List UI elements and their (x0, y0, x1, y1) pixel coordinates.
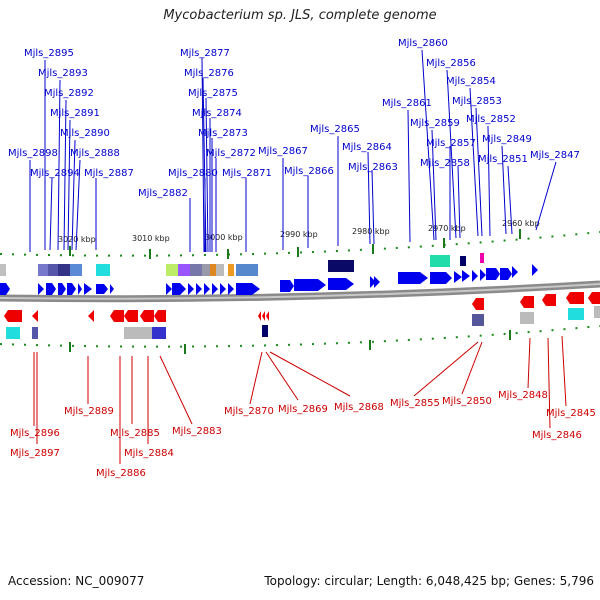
gene-label-fwd: Mjls_2866 (284, 166, 334, 177)
scale-tick-label: 3010 kbp (132, 234, 170, 243)
gene-label-fwd: Mjls_2874 (192, 108, 242, 119)
gene-label-rev: Mjls_2897 (10, 448, 60, 459)
gene-label-fwd: Mjls_2851 (478, 154, 528, 165)
gene-label-rev: Mjls_2846 (532, 430, 582, 441)
scale-tick-label: 3000 kbp (205, 233, 243, 242)
gene-label-fwd: Mjls_2867 (258, 146, 308, 157)
gene-label-fwd: Mjls_2865 (310, 124, 360, 135)
scale-major-ticks (69, 229, 521, 354)
gene-label-rev: Mjls_2885 (110, 428, 160, 439)
gene-label-rev: Mjls_2896 (10, 428, 60, 439)
reverse-gene-labels: Mjls_2896 Mjls_2897 Mjls_2889 Mjls_2886 … (10, 390, 596, 479)
gene-label-rev: Mjls_2850 (442, 396, 492, 407)
forward-leader-lines (29, 49, 557, 253)
gene-label-fwd: Mjls_2861 (382, 98, 432, 109)
gene-label-fwd: Mjls_2856 (426, 58, 476, 69)
reverse-leader-lines (33, 335, 567, 464)
gene-label-fwd: Mjls_2880 (168, 168, 218, 179)
gene-label-fwd: Mjls_2893 (38, 68, 88, 79)
scale-tick-label: 2990 kbp (280, 230, 318, 239)
gene-label-rev: Mjls_2886 (96, 468, 146, 479)
gene-label-fwd: Mjls_2858 (420, 158, 470, 169)
forward-genes (0, 264, 538, 295)
forward-gene-labels: Mjls_2895 Mjls_2893 Mjls_2892 Mjls_2891 … (8, 38, 580, 199)
gene-label-rev: Mjls_2868 (334, 402, 384, 413)
gene-label-fwd: Mjls_2863 (348, 162, 398, 173)
gene-label-rev: Mjls_2855 (390, 398, 440, 409)
lower-feature-boxes (6, 306, 600, 339)
genome-stats-label: Topology: circular; Length: 6,048,425 bp… (264, 574, 594, 588)
gene-label-fwd: Mjls_2895 (24, 48, 74, 59)
scale-ring-upper (0, 231, 600, 257)
scale-tick-label: 2980 kbp (352, 227, 390, 236)
gene-label-fwd: Mjls_2888 (70, 148, 120, 159)
gene-label-fwd: Mjls_2853 (452, 96, 502, 107)
gene-label-fwd: Mjls_2849 (482, 134, 532, 145)
gene-label-rev: Mjls_2845 (546, 408, 596, 419)
gene-label-fwd: Mjls_2854 (446, 76, 496, 87)
gene-label-fwd: Mjls_2892 (44, 88, 94, 99)
upper-feature-boxes (0, 253, 484, 276)
gene-label-fwd: Mjls_2847 (530, 150, 580, 161)
accession-label: Accession: NC_009077 (8, 574, 145, 588)
gene-label-rev: Mjls_2889 (64, 406, 114, 417)
map-title: Mycobacterium sp. JLS, complete genome (163, 8, 437, 23)
gene-label-fwd: Mjls_2877 (180, 48, 230, 59)
gene-label-fwd: Mjls_2852 (466, 114, 516, 125)
gene-label-fwd: Mjls_2859 (410, 118, 460, 129)
gene-label-fwd: Mjls_2898 (8, 148, 58, 159)
gene-label-rev: Mjls_2883 (172, 426, 222, 437)
scale-tick-labels: 3020 kbp 3010 kbp 3000 kbp 2990 kbp 2980… (58, 219, 540, 244)
gene-label-fwd: Mjls_2891 (50, 108, 100, 119)
gene-label-fwd: Mjls_2875 (188, 88, 238, 99)
gene-label-rev: Mjls_2870 (224, 406, 274, 417)
gene-label-rev: Mjls_2848 (498, 390, 548, 401)
gene-label-rev: Mjls_2884 (124, 448, 174, 459)
scale-ring-lower (0, 325, 600, 348)
gene-label-rev: Mjls_2869 (278, 404, 328, 415)
gene-label-fwd: Mjls_2887 (84, 168, 134, 179)
scale-tick-label: 2970 kbp (428, 224, 466, 233)
gene-label-fwd: Mjls_2871 (222, 168, 272, 179)
gene-label-fwd: Mjls_2857 (426, 138, 476, 149)
gene-label-fwd: Mjls_2882 (138, 188, 188, 199)
gene-label-fwd: Mjls_2890 (60, 128, 110, 139)
gene-label-fwd: Mjls_2872 (206, 148, 256, 159)
reverse-genes (4, 292, 600, 322)
gene-label-fwd: Mjls_2894 (30, 168, 80, 179)
gene-label-fwd: Mjls_2860 (398, 38, 448, 49)
gene-label-fwd: Mjls_2864 (342, 142, 392, 153)
gene-label-fwd: Mjls_2876 (184, 68, 234, 79)
scale-tick-label: 2960 kbp (502, 219, 540, 228)
gene-label-fwd: Mjls_2873 (198, 128, 248, 139)
